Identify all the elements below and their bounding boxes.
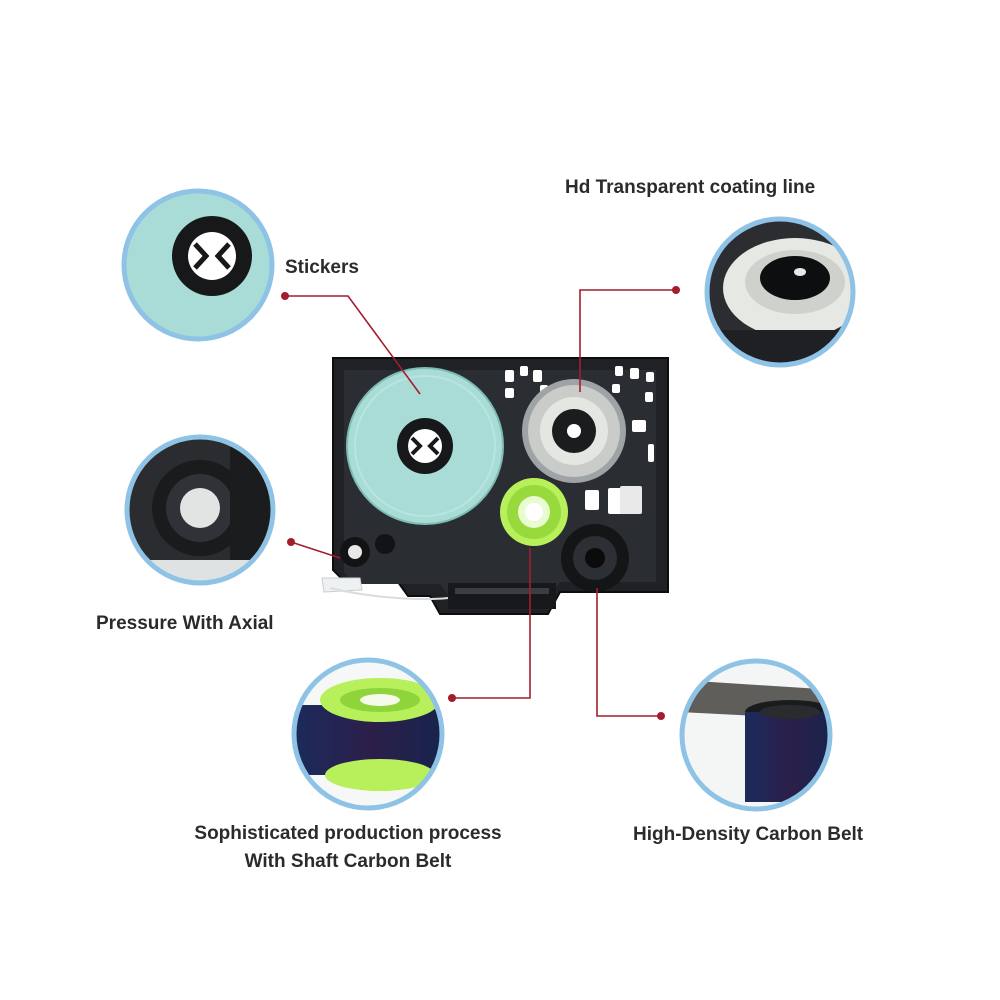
callout-dots (281, 286, 680, 720)
carbon-belt-label: High-Density Carbon Belt (633, 824, 864, 845)
carbon-belt-closeup (679, 658, 833, 812)
hd-coating-label: Hd Transparent coating line (565, 177, 816, 198)
shaft-carbon-belt-label: Sophisticated production process With Sh… (178, 820, 518, 876)
stickers-closeup (121, 188, 275, 342)
shaft-carbon-belt-label-line2: With Shaft Carbon Belt (244, 851, 452, 872)
shaft-carbon-belt-label-line1: Sophisticated production process (194, 823, 502, 844)
callout-lines (285, 289, 676, 717)
stickers-label: Stickers (285, 257, 359, 278)
tape-cassette (321, 357, 669, 615)
pressure-axial-label: Pressure With Axial (96, 613, 274, 634)
axial-closeup (124, 434, 276, 586)
coating-closeup (704, 216, 856, 368)
shaft-closeup (291, 657, 445, 811)
